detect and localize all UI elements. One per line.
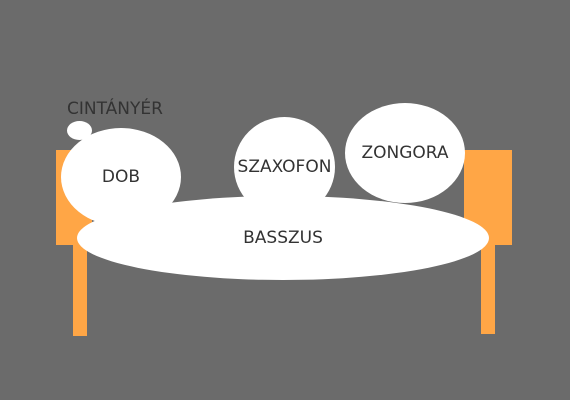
piano-label: ZONGORA [361,143,449,163]
right-stand-leg [481,245,495,334]
left-stand-leg [73,245,87,336]
saxophone-shape[interactable]: SZAXOFON [234,117,335,217]
drum-label: DOB [101,167,141,187]
saxophone-label: SZAXOFON [237,157,332,177]
piano-shape[interactable]: ZONGORA [345,103,465,203]
cymbal-shape[interactable] [67,121,92,140]
bass-label: BASSZUS [243,228,323,248]
cymbal-label: CINTÁNYÉR [67,99,163,119]
